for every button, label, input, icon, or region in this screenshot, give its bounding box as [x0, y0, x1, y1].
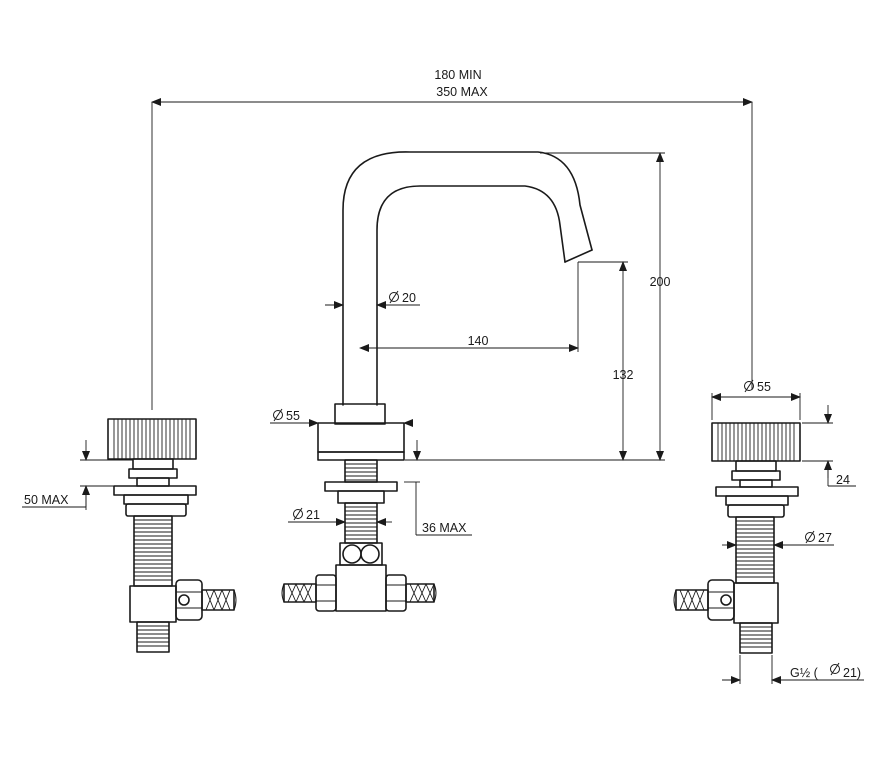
- span-max-label: 350 MAX: [436, 85, 488, 99]
- spout-dimensions: 200 132 140 20 55 21: [270, 152, 671, 536]
- right-handle-dimensions: 55 24 27 G½ ( 21): [711, 379, 864, 684]
- span-dimension: 180 MIN 350 MAX: [151, 68, 753, 410]
- handle-deck-max-label: 50 MAX: [24, 493, 69, 507]
- spout-diameter-label: 20: [402, 291, 416, 305]
- spout-base-diameter-label: 55: [286, 409, 300, 423]
- spout-deck-max-label: 36 MAX: [422, 521, 467, 535]
- diameter-symbol-27: [805, 530, 815, 544]
- left-handle-dimensions: 50 MAX: [22, 440, 133, 510]
- diameter-symbol-20: [389, 290, 399, 304]
- handle-height-label: 24: [836, 473, 850, 487]
- spout: [281, 151, 593, 612]
- spout-height-label: 200: [650, 275, 671, 289]
- diameter-symbol-21-spout: [293, 507, 303, 521]
- right-handle: [673, 422, 801, 654]
- left-handle: [107, 418, 237, 653]
- connection-thread-diameter-label: 21): [843, 666, 861, 680]
- connection-thread-prefix: G½ (: [790, 666, 819, 680]
- diameter-symbol-55-spout: [273, 408, 283, 422]
- handle-diameter-label: 55: [757, 380, 771, 394]
- diameter-symbol-21-connection: [830, 662, 840, 676]
- handle-thread-diameter-label: 27: [818, 531, 832, 545]
- spout-thread-diameter-label: 21: [306, 508, 320, 522]
- outlet-height-label: 132: [613, 368, 634, 382]
- diameter-symbol-55-handle: [744, 379, 754, 393]
- spout-reach-label: 140: [468, 334, 489, 348]
- span-min-label: 180 MIN: [434, 68, 481, 82]
